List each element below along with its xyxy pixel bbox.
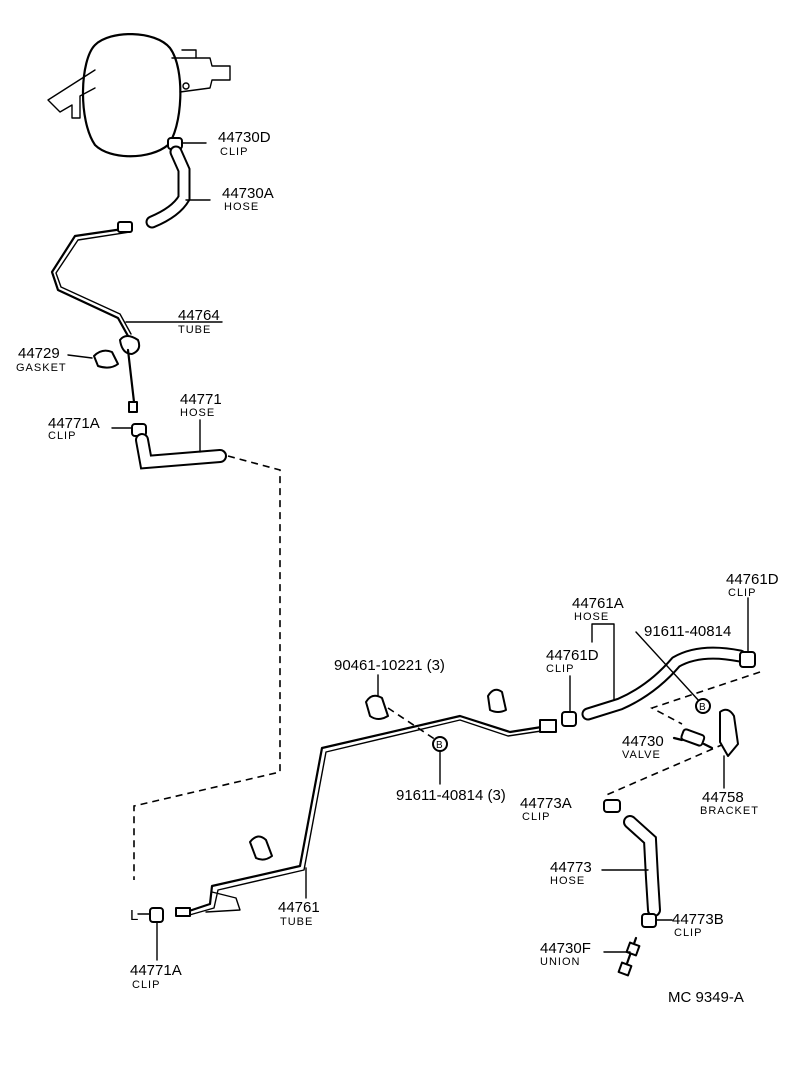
label-44761-number: 44761 — [278, 899, 320, 916]
label-44771A-top-name: CLIP — [48, 430, 76, 442]
clip-44771A-top — [111, 423, 147, 437]
label-44730D-name: CLIP — [220, 146, 248, 158]
clip-44773B — [641, 913, 673, 928]
label-44730D-number: 44730D — [218, 129, 271, 146]
label-44773A-name: CLIP — [522, 811, 550, 823]
clamp-bracket-left — [249, 835, 273, 861]
label-44761A-name: HOSE — [574, 611, 609, 623]
label-44730A-name: HOSE — [224, 201, 259, 213]
route-marker-l: L — [130, 907, 138, 924]
figure-code: MC 9349-A — [668, 989, 744, 1006]
hose-44730A — [145, 145, 211, 229]
label-91611-left-number: 91611-40814 (3) — [396, 787, 506, 804]
hose-44773 — [601, 815, 661, 917]
marker-b-right — [695, 698, 711, 714]
clip-44730D — [167, 137, 207, 150]
hose-44761A — [581, 623, 747, 721]
label-44773B-name: CLIP — [674, 927, 702, 939]
label-44729-number: 44729 — [18, 345, 60, 362]
valve-44730 — [672, 728, 714, 750]
label-91611-right-number: 91611-40814 — [644, 623, 731, 640]
marker-b-right-text: B — [699, 702, 706, 713]
clamp-bracket-right — [487, 688, 507, 713]
label-44761A-number: 44761A — [572, 595, 624, 612]
label-44730-number: 44730 — [622, 733, 664, 750]
label-44773B-number: 44773B — [672, 911, 724, 928]
brake-booster — [47, 33, 231, 158]
label-44761D-mid-number: 44761D — [546, 647, 599, 664]
label-44730F-number: 44730F — [540, 940, 591, 957]
label-44729-name: GASKET — [16, 362, 67, 374]
label-44771-number: 44771 — [180, 391, 222, 408]
marker-b-left-text: B — [436, 740, 443, 751]
bracket-44758 — [719, 708, 739, 789]
label-44771A-top-number: 44771A — [48, 415, 100, 432]
label-44773A-number: 44773A — [520, 795, 572, 812]
label-44764-number: 44764 — [178, 307, 220, 324]
label-44761D-right-name: CLIP — [728, 587, 756, 599]
label-44773-number: 44773 — [550, 859, 592, 876]
clip-44761D-mid — [561, 675, 577, 727]
marker-b-left — [432, 736, 448, 752]
label-44730A-number: 44730A — [222, 185, 274, 202]
label-90461-number: 90461-10221 (3) — [334, 657, 445, 674]
label-44730-name: VALVE — [622, 749, 661, 761]
gasket-44729 — [67, 349, 119, 369]
clip-44761D-right — [739, 597, 756, 668]
tube-44761 — [175, 714, 557, 917]
hose-44771 — [135, 419, 227, 470]
clamp-bracket-mid — [365, 674, 389, 720]
label-44771-name: HOSE — [180, 407, 215, 419]
clip-44773A — [603, 799, 621, 813]
clip-44771A-bottom — [149, 907, 164, 961]
label-44761D-right-number: 44761D — [726, 571, 779, 588]
label-44758-number: 44758 — [702, 789, 744, 806]
label-44771A-bottom-number: 44771A — [130, 962, 182, 979]
label-44758-name: BRACKET — [700, 805, 759, 817]
union-44730F — [603, 936, 641, 977]
label-44730F-name: UNION — [540, 956, 580, 968]
label-44773-name: HOSE — [550, 875, 585, 887]
label-44761D-mid-name: CLIP — [546, 663, 574, 675]
label-44764-name: TUBE — [178, 324, 211, 336]
label-44761-name: TUBE — [280, 916, 313, 928]
label-44771A-bottom-name: CLIP — [132, 979, 160, 991]
tube-44764 — [50, 221, 223, 413]
